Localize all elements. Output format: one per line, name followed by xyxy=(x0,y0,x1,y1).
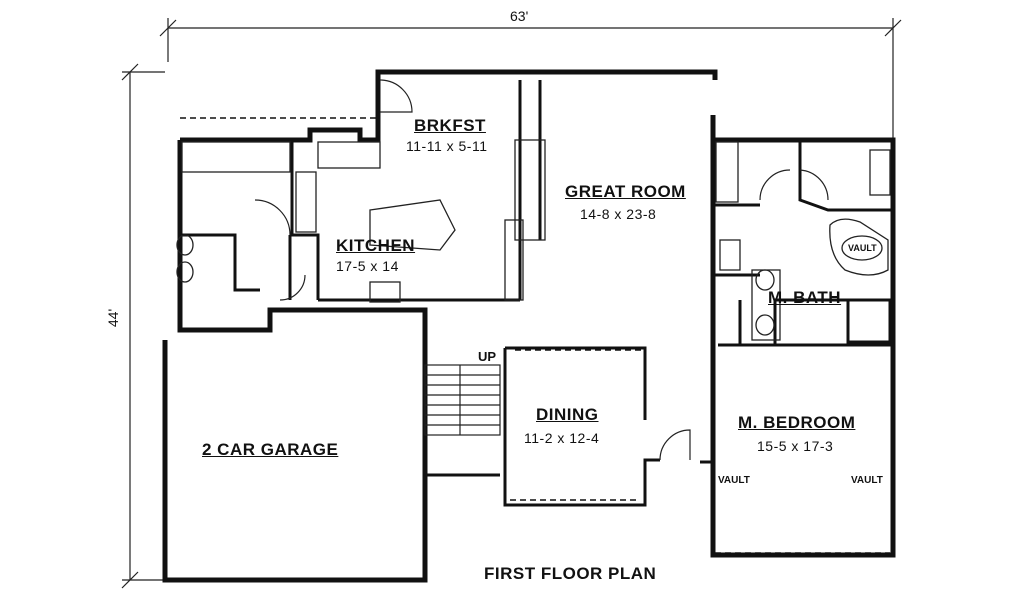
door-swings xyxy=(254,79,829,461)
kitchen-room-size: 17-5 x 14 xyxy=(336,258,399,274)
width-dimension-line xyxy=(159,18,902,140)
master-bedroom-size: 15-5 x 17-3 xyxy=(757,438,834,454)
garage-room-name: 2 CAR GARAGE xyxy=(202,440,339,459)
dining-room-size: 11-2 x 12-4 xyxy=(524,430,600,446)
great-room-size: 14-8 x 23-8 xyxy=(580,206,657,222)
window-walls xyxy=(180,71,890,554)
up-arrow-note: UP xyxy=(478,349,497,364)
master-bedroom-name: M. BEDROOM xyxy=(738,413,856,432)
brkfst-room-size: 11-11 x 5-11 xyxy=(406,138,488,154)
plan-title: FIRST FLOOR PLAN xyxy=(484,564,657,583)
vault-note-right: VAULT xyxy=(851,475,883,486)
brkfst-room-name: BRKFST xyxy=(414,116,486,135)
depth-dimension-line xyxy=(121,63,165,589)
exterior-walls xyxy=(162,69,896,583)
vault-note-left: VAULT xyxy=(718,475,750,486)
master-bath-name: M. BATH xyxy=(768,288,842,307)
kitchen-room-name: KITCHEN xyxy=(336,236,416,255)
staircase xyxy=(424,364,501,436)
interior-walls xyxy=(182,80,893,507)
fixtures xyxy=(176,139,891,341)
width-dimension-label: 63' xyxy=(510,8,529,24)
depth-dimension-label: 44' xyxy=(105,308,122,328)
dining-room-name: DINING xyxy=(536,405,599,424)
vault-note-tub: VAULT xyxy=(848,243,877,253)
great-room-name: GREAT ROOM xyxy=(565,182,686,201)
